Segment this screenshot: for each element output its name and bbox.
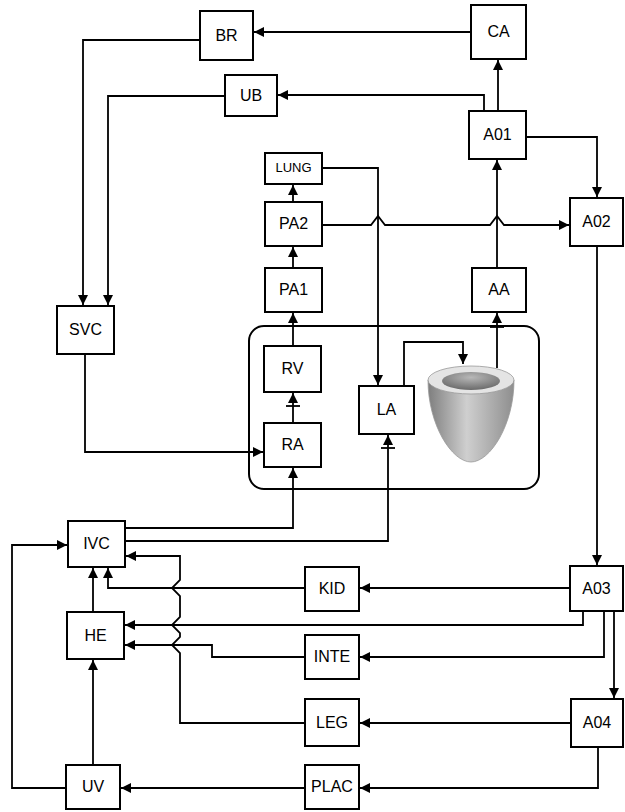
compartment-box: A01 <box>468 110 527 160</box>
flow-arrow <box>360 722 570 724</box>
compartment-box: LUNG <box>264 152 323 185</box>
ventricle-cavity <box>442 372 500 390</box>
compartment-box: PA2 <box>264 201 323 247</box>
compartment-box: RA <box>263 422 322 468</box>
node-label: A04 <box>583 714 611 732</box>
flow-arrow <box>360 612 604 657</box>
compartment-box: SVC <box>56 305 115 355</box>
flow-arrow <box>126 556 304 723</box>
flow-arrow <box>125 645 304 657</box>
node-label: RA <box>281 436 303 454</box>
node-label: A02 <box>582 213 610 231</box>
flow-arrow <box>292 313 294 345</box>
flow-arrow <box>323 168 378 385</box>
flow-arrow <box>85 355 263 452</box>
flow-arrow <box>360 587 569 589</box>
flow-arrow <box>126 468 293 528</box>
compartment-box: HE <box>66 611 125 660</box>
flow-line <box>404 342 463 385</box>
valve-bar <box>381 447 395 449</box>
flow-arrow <box>92 568 94 611</box>
node-label: BR <box>215 27 237 45</box>
ventricle-rim <box>428 366 514 394</box>
flow-arrow <box>527 137 597 197</box>
compartment-box: PA1 <box>264 267 323 313</box>
flow-arrow <box>292 185 294 201</box>
flow-arrow <box>254 31 470 33</box>
compartment-box: AA <box>471 267 527 313</box>
compartment-box: BR <box>199 10 254 61</box>
flow-arrow <box>292 393 294 422</box>
compartment-box: PLAC <box>304 764 360 810</box>
flow-arrow <box>360 748 598 788</box>
compartment-box: RV <box>263 345 322 393</box>
node-label: KID <box>319 580 346 598</box>
flow-arrow <box>596 247 598 565</box>
node-label: A01 <box>483 126 511 144</box>
node-label: INTE <box>314 648 350 666</box>
valve-bar <box>286 405 300 407</box>
flow-arrow <box>613 612 615 698</box>
flow-arrow <box>125 612 583 625</box>
node-label: PA1 <box>279 281 308 299</box>
compartment-box: A02 <box>569 197 624 247</box>
connector-group <box>12 32 614 788</box>
node-label: SVC <box>69 321 102 339</box>
compartment-box: A04 <box>570 698 624 748</box>
flow-arrow <box>278 95 484 110</box>
flow-arrow <box>497 60 499 110</box>
compartment-box: IVC <box>67 520 126 568</box>
flow-arrow <box>126 435 388 541</box>
flow-arrow <box>496 160 498 267</box>
compartment-box: LEG <box>304 698 360 747</box>
heart-region: RV LA RA <box>248 325 540 490</box>
flow-arrow <box>83 40 199 305</box>
flow-arrow <box>121 787 304 789</box>
ventricle-illustration <box>428 366 514 462</box>
node-label: CA <box>487 23 509 41</box>
node-label: PA2 <box>279 215 308 233</box>
compartment-box: CA <box>470 4 527 60</box>
node-label: IVC <box>83 535 110 553</box>
flow-arrow <box>108 96 224 305</box>
compartment-box: LA <box>358 385 415 435</box>
compartment-box: UB <box>224 74 278 117</box>
node-label: RV <box>282 360 304 378</box>
node-label: LEG <box>316 714 348 732</box>
compartment-box: A03 <box>569 565 624 612</box>
flow-arrow <box>323 216 569 225</box>
node-label: UV <box>82 778 104 796</box>
node-label: LUNG <box>275 161 311 175</box>
node-label: UB <box>240 87 262 105</box>
ventricle-flow <box>404 313 504 385</box>
flow-arrow <box>108 568 304 588</box>
node-label: AA <box>488 281 509 299</box>
flow-arrow <box>92 660 94 764</box>
flow-arrow <box>292 247 294 267</box>
node-label: HE <box>84 627 106 645</box>
node-label: PLAC <box>311 778 353 796</box>
compartment-box: INTE <box>304 634 360 680</box>
node-label: A03 <box>582 580 610 598</box>
node-label: LA <box>377 401 397 419</box>
compartment-box: UV <box>65 764 121 810</box>
flow-line <box>496 313 498 368</box>
flow-arrow <box>12 545 67 788</box>
compartment-box: KID <box>304 566 360 612</box>
